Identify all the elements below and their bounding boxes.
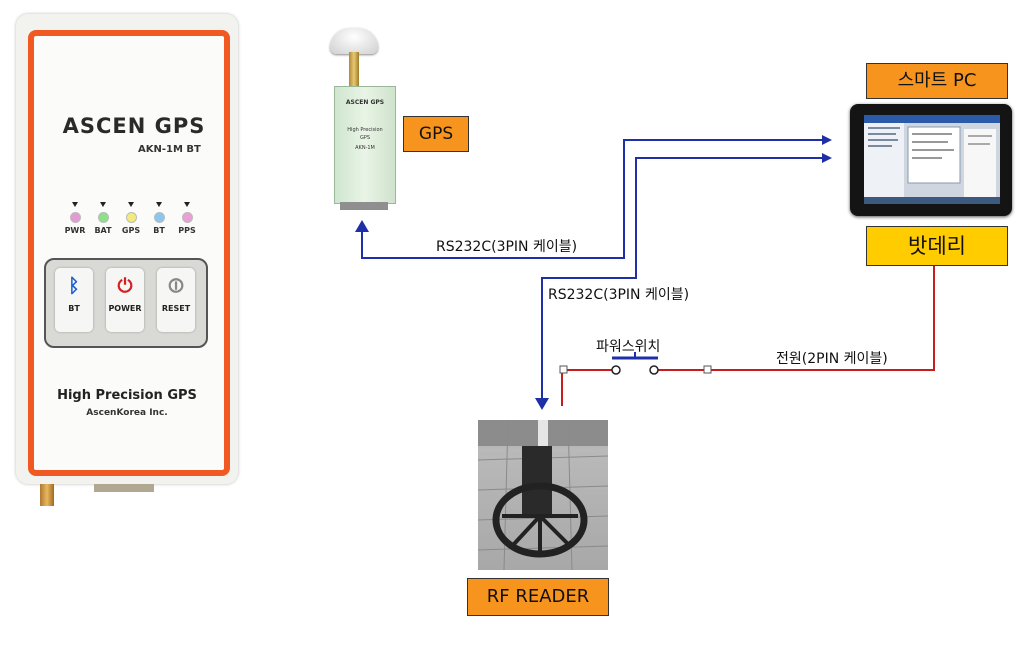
bluetooth-icon: ᛒ [68, 275, 80, 297]
led-bt: BT [142, 202, 176, 235]
module-connector [340, 202, 388, 210]
gps-arrowhead [355, 220, 369, 232]
terminal-left [559, 365, 568, 374]
module-line2: GPS [359, 135, 371, 141]
switch-contact-right [649, 365, 659, 375]
gps-label: GPS [403, 116, 469, 152]
serial-port [94, 484, 154, 492]
power-cable-label: 전원(2PIN 케이블) [776, 351, 888, 367]
device-faceplate: ASCEN GPS AKN-1M BT PWR BAT GPS BT PPS [28, 30, 230, 476]
reset-button-label: RESET [161, 304, 191, 313]
device-brand: ASCEN GPS [62, 114, 206, 138]
led-pwr: PWR [58, 202, 92, 235]
gps-antenna-icon [330, 28, 378, 54]
power-line [708, 266, 935, 371]
rf-reader-label: RF READER [467, 578, 609, 616]
led-light [181, 212, 193, 223]
led-pps: PPS [170, 202, 204, 235]
rf-reader-image [478, 420, 608, 570]
module-brand: ASCEN GPS [345, 99, 385, 106]
bt-button-label: BT [68, 304, 80, 313]
terminal-right [703, 365, 712, 374]
rf-arrowhead [535, 398, 549, 410]
led-light [97, 212, 109, 223]
led-label: BAT [94, 226, 112, 235]
power-switch-label: 파워스위치 [596, 339, 661, 355]
led-bat: BAT [86, 202, 120, 235]
led-gps: GPS [114, 202, 148, 235]
module-line3: AKN-1M [355, 145, 375, 151]
led-light [69, 212, 81, 223]
power-icon: ⏻ [117, 275, 133, 297]
device-title: High Precision GPS [57, 388, 197, 403]
device-model: AKN-1M BT [138, 144, 201, 155]
antenna-connector [349, 52, 359, 88]
led-label: PWR [64, 226, 86, 235]
led-light [125, 212, 137, 223]
smart-pc-tablet [850, 104, 1012, 216]
smart-pc-label: 스마트 PC [866, 63, 1008, 99]
power-button[interactable]: ⏻ POWER [106, 268, 144, 332]
rs232-line-rf [541, 153, 832, 408]
reset-icon: ⏼ [168, 275, 184, 297]
rs232-gps-label: RS232C(3PIN 케이블) [436, 239, 578, 255]
led-label: PPS [178, 226, 196, 235]
rs232-rf-label: RS232C(3PIN 케이블) [548, 287, 690, 303]
bt-button[interactable]: ᛒ BT [55, 268, 93, 332]
battery-label: 밧데리 [866, 226, 1008, 266]
switch-contact-left [611, 365, 621, 375]
led-light [153, 212, 165, 223]
gps-device: ASCEN GPS AKN-1M BT PWR BAT GPS BT PPS ᛒ… [16, 14, 238, 484]
led-label: BT [153, 226, 165, 235]
rs232-line-gps [361, 135, 832, 259]
button-panel: ᛒ BT ⏻ POWER ⏼ RESET [44, 258, 208, 348]
screen-content [864, 115, 1000, 204]
led-label: GPS [121, 226, 141, 235]
sma-connector [40, 484, 54, 506]
power-button-label: POWER [108, 304, 142, 313]
module-line1: High Precision [347, 127, 383, 133]
device-company: AscenKorea Inc. [86, 408, 168, 418]
tablet-screen [864, 115, 1000, 204]
gps-module: ASCEN GPS High Precision GPS AKN-1M [334, 86, 396, 204]
reset-button[interactable]: ⏼ RESET [157, 268, 195, 332]
rf-reader-photo [478, 420, 608, 570]
